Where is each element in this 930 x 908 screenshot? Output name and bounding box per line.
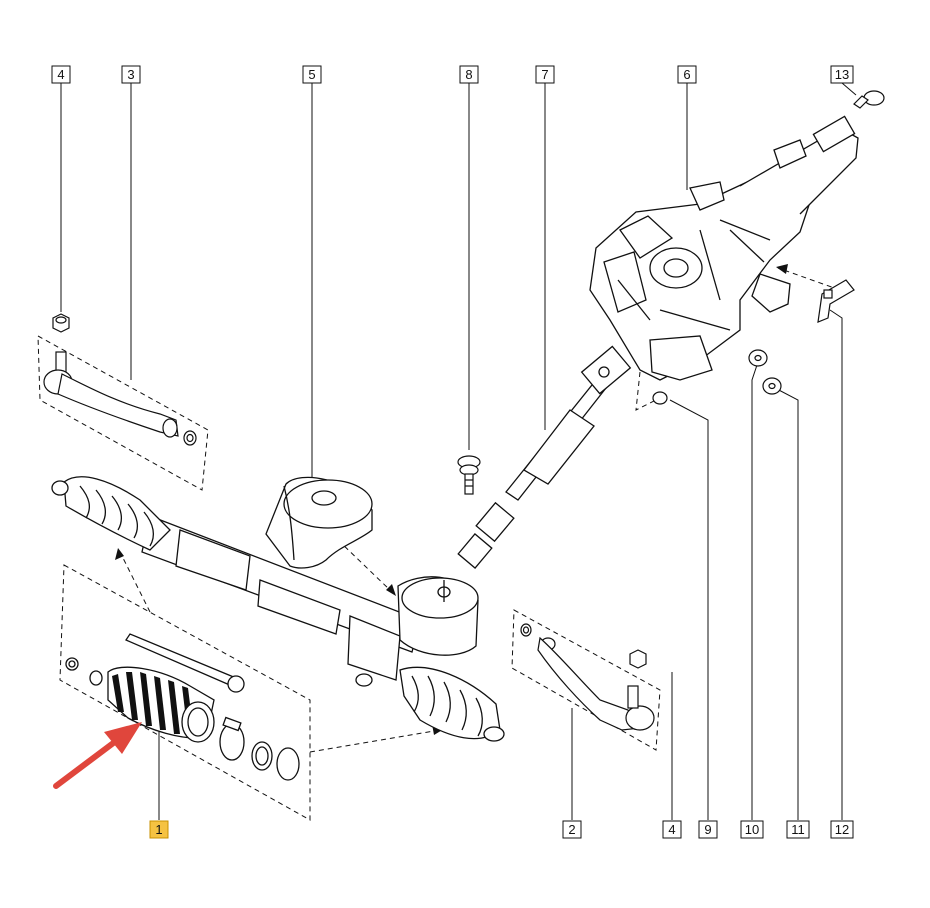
callout-6: 6 [677, 65, 697, 84]
callout-box [830, 65, 854, 84]
callout-box [740, 820, 764, 839]
callout-number: 1 [155, 822, 162, 837]
small-hardware [652, 279, 855, 405]
steering-column [589, 115, 859, 381]
pointer-arrow [53, 722, 142, 789]
callout-box [562, 820, 582, 839]
rack-cover [265, 476, 373, 569]
callout-box [698, 820, 718, 839]
callout-box [830, 820, 854, 839]
callout-10: 10 [740, 820, 764, 839]
callout-3: 3 [121, 65, 141, 84]
callout-number: 6 [683, 67, 690, 82]
callout-number: 9 [704, 822, 711, 837]
callout-number: 12 [835, 822, 849, 837]
callout-9: 9 [698, 820, 718, 839]
nut-top [52, 313, 70, 333]
callout-box [302, 65, 322, 84]
callout-4-bottom: 4 [662, 820, 682, 839]
callout-4-top: 4 [51, 65, 71, 84]
steering-rack [51, 476, 505, 742]
callout-box [662, 820, 682, 839]
callout-box [535, 65, 555, 84]
callout-number: 13 [835, 67, 849, 82]
intermediate-shaft [441, 345, 632, 594]
callout-number: 5 [308, 67, 315, 82]
leader-lines [60, 82, 857, 820]
boot-kit [65, 633, 300, 781]
callout-box [51, 65, 71, 84]
pinch-bolt [457, 455, 481, 495]
callout-12: 12 [830, 820, 854, 839]
callout-number: 8 [465, 67, 472, 82]
callout-13: 13 [830, 65, 854, 84]
callout-number: 4 [57, 67, 64, 82]
callout-11: 11 [786, 820, 810, 839]
callout-box [121, 65, 141, 84]
callout-7: 7 [535, 65, 555, 84]
callout-number: 11 [791, 822, 805, 837]
tie-rod-end-left [43, 351, 197, 446]
callout-8: 8 [459, 65, 479, 84]
callout-box [459, 65, 479, 84]
column-screw [853, 90, 885, 109]
callout-number: 2 [568, 822, 575, 837]
callout-number: 10 [745, 822, 759, 837]
callout-box [149, 820, 169, 839]
callout-number: 3 [127, 67, 134, 82]
callout-number: 7 [541, 67, 548, 82]
callout-2: 2 [562, 820, 582, 839]
callout-5: 5 [302, 65, 322, 84]
tie-rod-end-right [520, 623, 655, 731]
callout-number: 4 [668, 822, 675, 837]
callout-1: 1 [149, 820, 169, 839]
callout-box [677, 65, 697, 84]
dashed-guides [37, 267, 841, 821]
callout-box [786, 820, 810, 839]
